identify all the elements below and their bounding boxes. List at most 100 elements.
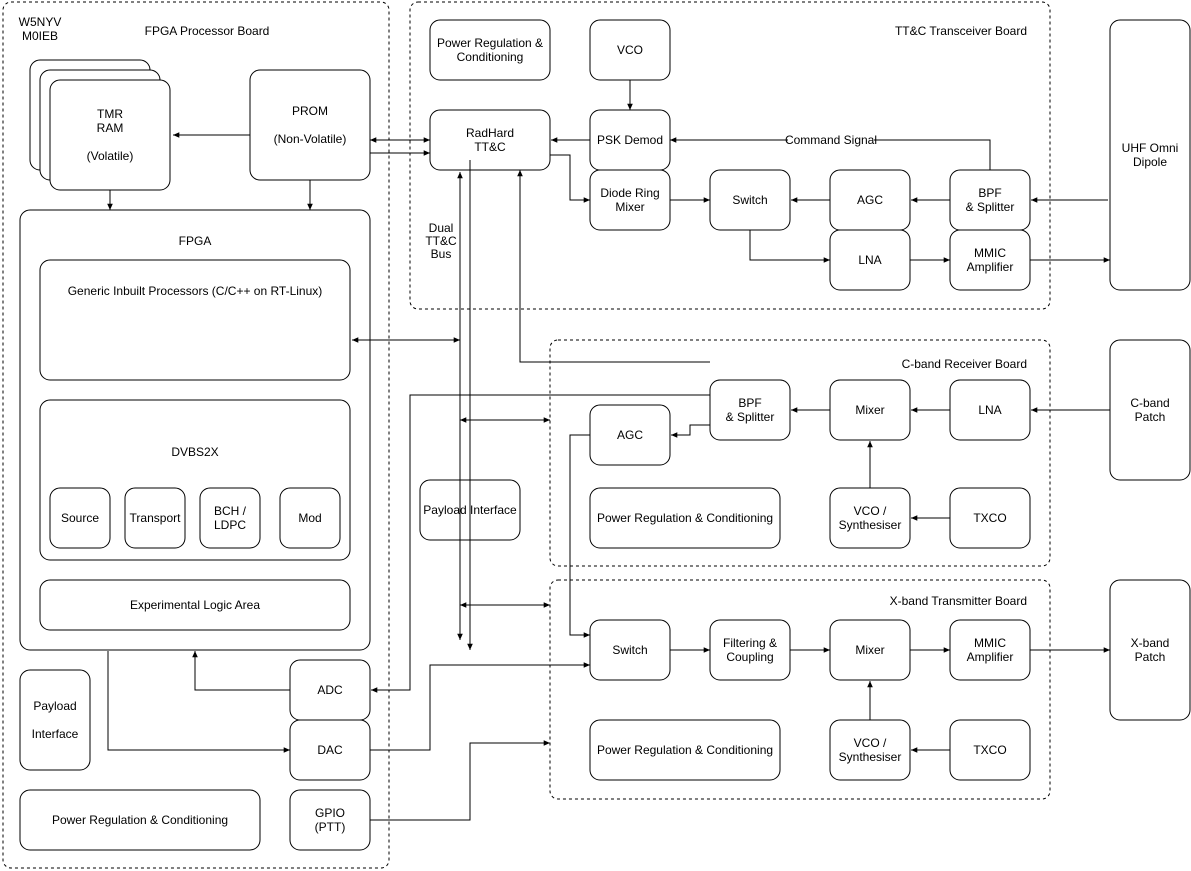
block-xband-patch-label-2: Patch [1135,650,1166,664]
block-radhard-ttc-label-1: RadHard [466,126,514,140]
block-switch-x: Switch [589,619,671,681]
block-uhf-dipole-label-1: UHF Omni [1122,141,1179,155]
block-mixer-c-label-1: Mixer [855,403,884,417]
block-mmic-ttc-label-1: MMIC [974,246,1006,260]
block-vco-synth-c-label-2: Synthesiser [839,518,902,532]
connectors: Command Signal [107,80,1110,821]
block-vco-ttc-label-1: VCO [617,43,643,57]
block-power-c-label-1: Power Regulation & Conditioning [597,511,773,525]
block-mixer-c: Mixer [829,379,911,441]
block-lna-ttc-label-1: LNA [858,253,881,267]
block-bpf-splitter-ttc-label-1: BPF [978,186,1001,200]
block-cband-patch-label-1: C-band [1130,396,1169,410]
block-uhf-dipole-label-2: Dipole [1133,155,1167,169]
gpio-to-xband-arrow [370,740,550,821]
block-generic-processors-box [39,259,351,381]
block-dvbs2x: DVBS2X [39,399,351,561]
block-power-x-box [589,719,781,781]
block-transport-box [124,487,186,549]
dac-to-switch-arrow [370,662,590,751]
block-bpf-splitter-c-box [709,379,791,441]
block-filtering-coupling: Filtering &Coupling [709,619,791,681]
block-prom-box [249,69,371,181]
callsign-line-2: M0IEB [22,29,58,43]
block-lna-c: LNA [949,379,1031,441]
block-agc-ttc-label-1: AGC [857,193,883,207]
block-switch-ttc: Switch [709,169,791,231]
block-power-fpga: Power Regulation & Conditioning [19,789,261,851]
block-bch-ldpc-label-1: BCH / [214,504,247,518]
block-adc-label-1: ADC [317,683,343,697]
command-signal-label: Command Signal [785,133,877,147]
block-dvbs2x-label-1: DVBS2X [171,445,218,459]
adc-to-fpga-arrow [192,651,290,691]
block-mixer-x-label-1: Mixer [855,643,884,657]
block-uhf-dipole-box [1109,19,1191,291]
cband-to-adc-arrow [371,394,710,693]
dual-bus-label-line-3: Bus [431,247,452,261]
bpf-to-agc-c-arrow [671,424,710,438]
block-lna-c-label-1: LNA [978,403,1001,417]
block-prom-label-3: (Non-Volatile) [274,132,347,146]
dual-bus-label-line-2: TT&C [425,234,457,248]
block-vco-synth-c-label-1: VCO / [854,504,887,518]
block-mmic-ttc-label-2: Amplifier [967,260,1014,274]
block-gpio-label-1: GPIO [315,806,345,820]
block-agc-c-label-1: AGC [617,428,643,442]
block-bch-ldpc: BCH /LDPC [199,487,261,549]
block-bpf-splitter-c: BPF& Splitter [709,379,791,441]
block-xband-patch-label-1: X-band [1131,636,1170,650]
block-txco-c-label-1: TXCO [973,511,1006,525]
block-transport-label-1: Transport [130,511,182,525]
block-payload-interface-fpga-label-3: Interface [32,727,79,741]
fpga-processor-board [2,1,390,869]
block-txco-x: TXCO [949,719,1031,781]
xband-transmitter-board [549,579,1051,800]
block-vco-synth-x-label-1: VCO / [854,736,887,750]
block-vco-ttc: VCO [589,19,671,81]
block-payload-interface-fpga-box [19,669,91,771]
block-bch-ldpc-label-2: LDPC [214,518,246,532]
block-source: Source [49,487,111,549]
block-gpio: GPIO(PTT) [289,789,371,851]
block-fpga-label-1: FPGA [179,234,212,248]
block-dvbs2x-box [39,399,351,561]
block-mmic-x-label-2: Amplifier [967,650,1014,664]
block-tmr-ram-box [49,79,171,191]
block-cband-patch-label-2: Patch [1135,410,1166,424]
fpga-processor-board-title: FPGA Processor Board [145,24,270,38]
block-power-c-box [589,487,781,549]
cband-receiver-board-title: C-band Receiver Board [902,357,1027,371]
block-diode-ring-mixer-label-2: Mixer [615,200,644,214]
block-transport: Transport [124,487,186,549]
block-payload-interface-fpga-label-1: Payload [33,699,76,713]
block-mod-label-1: Mod [298,511,321,525]
block-dac-label-1: DAC [317,743,343,757]
block-tmr-ram-label-2: RAM [97,121,124,135]
block-txco-x-label-1: TXCO [973,743,1006,757]
cband-to-radhard-arrow [517,170,710,363]
block-bpf-splitter-ttc: BPF& Splitter [949,169,1031,231]
block-bpf-splitter-c-label-1: BPF [738,396,761,410]
block-power-fpga-box [19,789,261,851]
block-experimental-logic-box [39,579,351,631]
block-radhard-ttc-label-2: TT&C [474,140,506,154]
block-vco-synth-x: VCO /Synthesiser [829,719,911,781]
block-prom: PROM(Non-Volatile) [249,69,371,181]
block-filtering-coupling-label-1: Filtering & [723,636,777,650]
ttc-transceiver-board-title: TT&C Transceiver Board [895,24,1027,38]
block-power-fpga-label-1: Power Regulation & Conditioning [52,813,228,827]
agc-to-switch-x-arrow [569,434,590,638]
block-psk-demod-label-1: PSK Demod [597,133,663,147]
block-agc-c: AGC [589,404,671,466]
xband-transmitter-board-title: X-band Transmitter Board [890,594,1027,608]
